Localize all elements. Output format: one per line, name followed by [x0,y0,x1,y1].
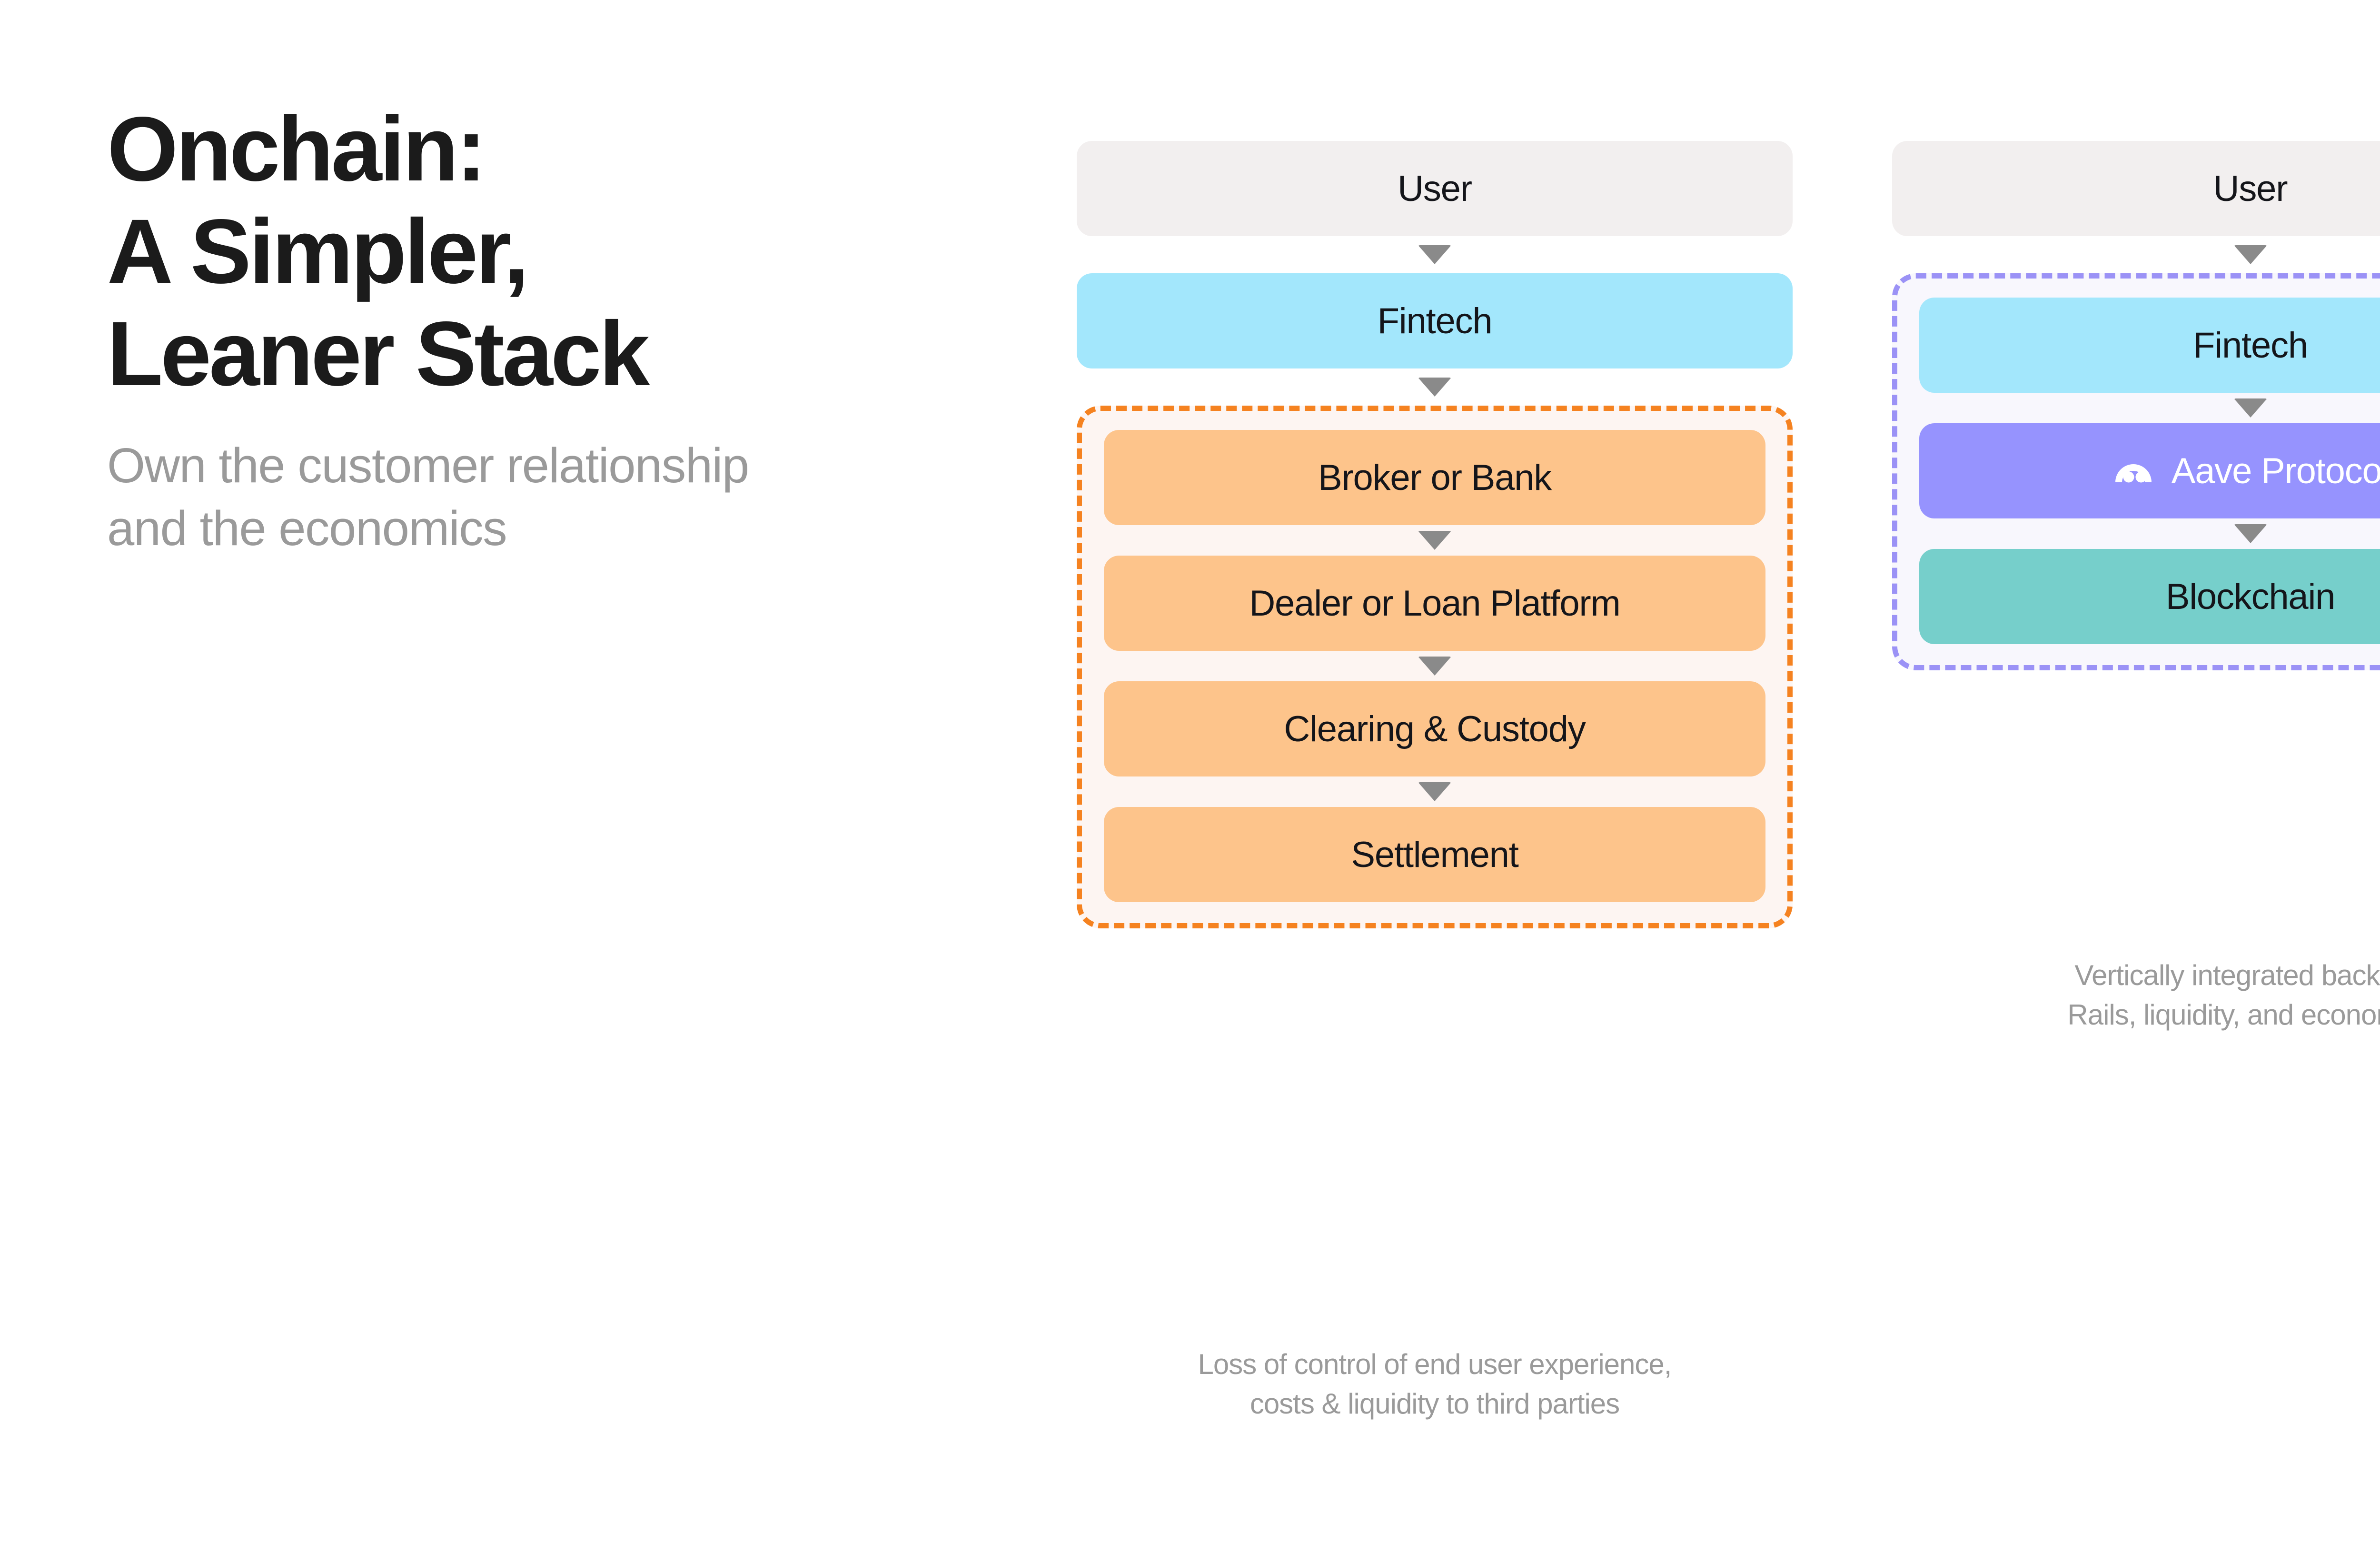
node-label: User [2213,168,2288,209]
arrow-down-icon [1077,236,1793,273]
node-label: Fintech [2193,325,2308,366]
node-label: Settlement [1351,834,1519,875]
node-settlement[interactable]: Settlement [1104,807,1765,902]
arrow-down-icon [1892,236,2380,273]
node-blockchain[interactable]: Blockchain [1919,549,2380,644]
arrow-down-icon [1919,393,2380,423]
arrow-down-icon [1104,651,1765,681]
caption-traditional-stack: Loss of control of end user experience, … [1198,1348,1672,1420]
node-label: Aave Protocol [2171,450,2380,491]
intermediaries-group: Broker or Bank Dealer or Loan Platform C… [1077,406,1793,928]
node-user-onchain[interactable]: User [1892,141,2380,236]
node-label: Broker or Bank [1318,457,1552,498]
arrow-down-icon [1104,525,1765,556]
onchain-stack: User Fintech Aave Protocol [1892,141,2380,670]
caption-onchain-stack: Vertically integrated backend Rails, liq… [2067,959,2380,1031]
aave-logo-icon [2112,450,2155,492]
node-fintech-traditional[interactable]: Fintech [1077,273,1793,368]
traditional-stack: User Fintech Broker or Bank Dealer or Lo… [1077,141,1793,928]
node-label: Blockchain [2165,576,2336,617]
arrow-down-icon [1077,368,1793,406]
node-label: Clearing & Custody [1284,708,1586,749]
node-aave-protocol[interactable]: Aave Protocol [1919,423,2380,518]
page-subtitle: Own the customer relationship and the ec… [107,438,749,556]
arrow-down-icon [1104,776,1765,807]
page-title: Onchain: A Simpler, Leaner Stack [107,98,650,405]
node-clearing-and-custody[interactable]: Clearing & Custody [1104,681,1765,776]
node-label: Dealer or Loan Platform [1249,583,1620,624]
node-user-traditional[interactable]: User [1077,141,1793,236]
node-label: Fintech [1377,300,1493,341]
backend-group: Fintech Aave Protocol Blockchain [1892,273,2380,670]
node-fintech-onchain[interactable]: Fintech [1919,298,2380,393]
node-dealer-or-loan-platform[interactable]: Dealer or Loan Platform [1104,556,1765,651]
title-block: Onchain: A Simpler, Leaner Stack Own the… [107,98,1012,560]
node-label: User [1398,168,1472,209]
arrow-down-icon [1919,518,2380,549]
node-broker-or-bank[interactable]: Broker or Bank [1104,430,1765,525]
